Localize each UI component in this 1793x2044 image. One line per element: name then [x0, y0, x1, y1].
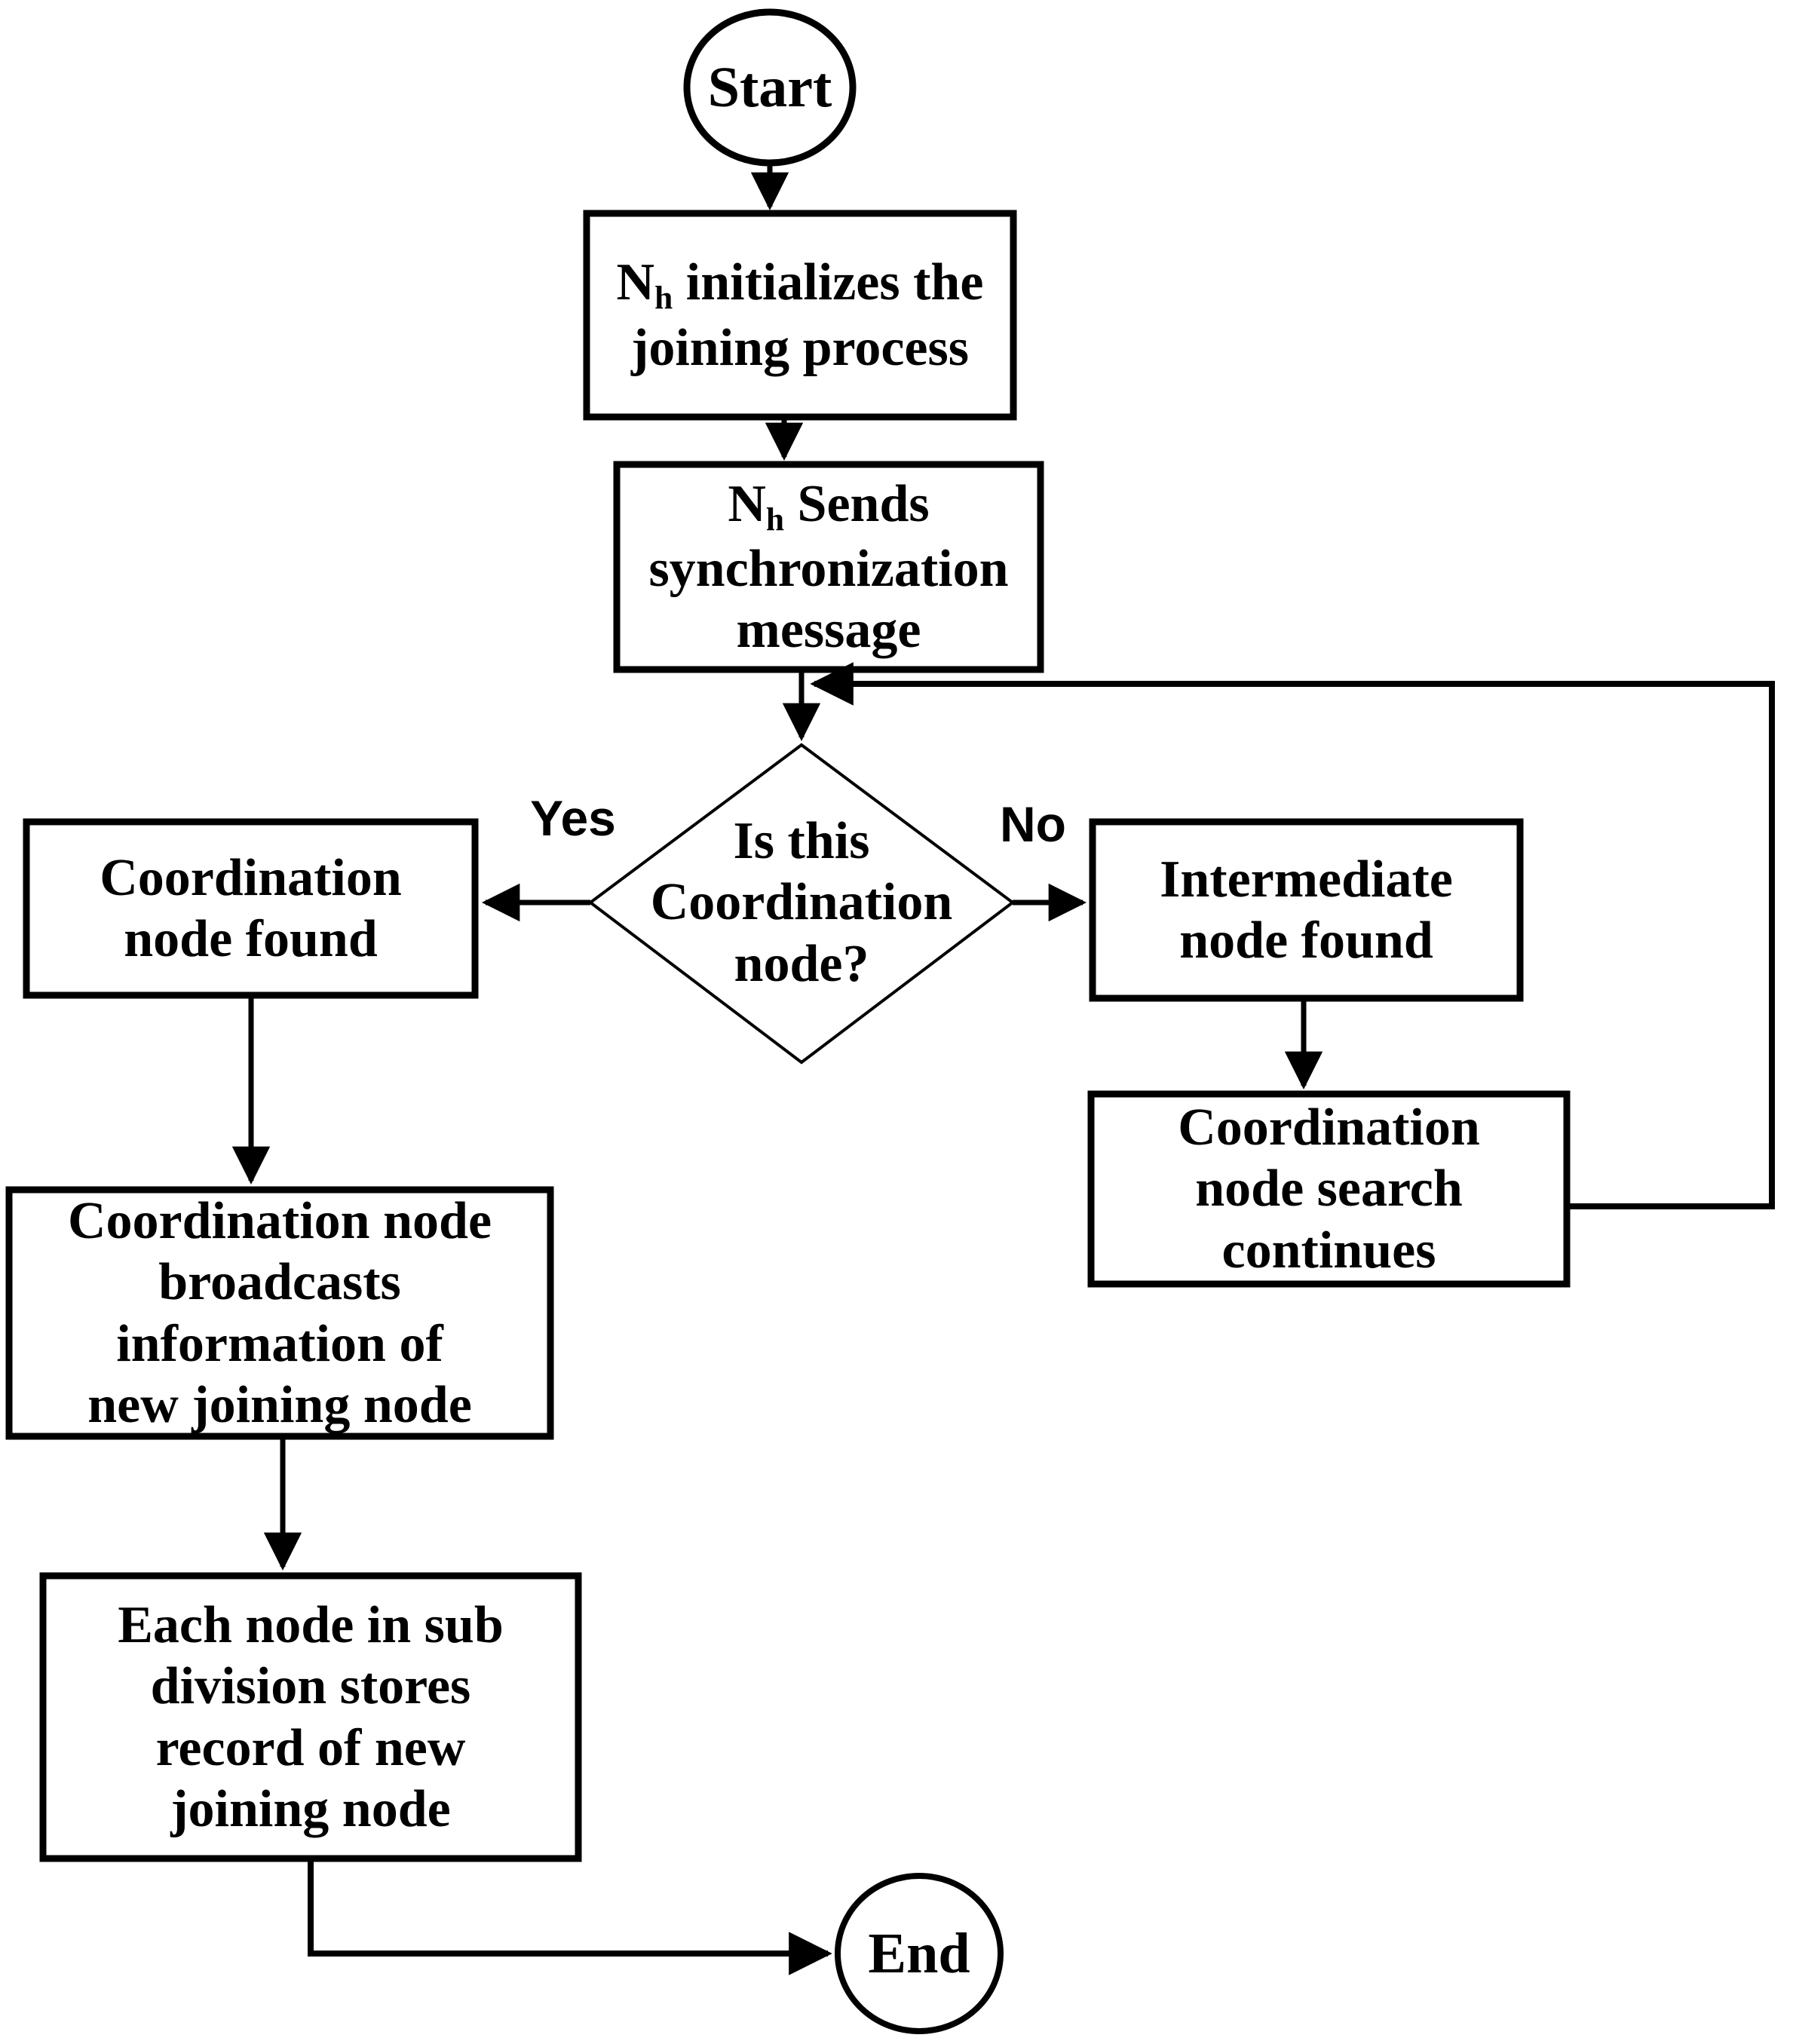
decision-diamond-label: Is this Coordination node? [650, 812, 953, 993]
initialize-box-label: Nh initializes the joining process [587, 213, 1013, 417]
initialize-box-text: Nh initializes the joining process [617, 252, 984, 378]
decision-diamond-shape [587, 743, 1016, 1065]
sync-box-shape [613, 461, 1044, 673]
sync-text-rest: Sends synchronization message [648, 474, 1009, 660]
coordination-found-box-label: Coordination node found [100, 848, 402, 968]
end-terminal-shape [835, 1873, 1004, 2034]
coordination-found-box-shape [23, 818, 479, 999]
stores-record-box-shape [39, 1572, 582, 1862]
initialize-text-rest: initializes the joining process [631, 253, 984, 377]
arrow-stores-to-end [308, 1859, 832, 1975]
feedback-loop-search-to-decision [810, 662, 1775, 1209]
search-continues-box-label: Coordination node search continues [1178, 1099, 1480, 1279]
end-terminal-label: End [868, 1921, 970, 1985]
start-terminal-label: Start [707, 55, 832, 119]
search-continues-box-shape [1087, 1090, 1571, 1288]
sync-box-label: Nh Sends synchronization message [617, 464, 1041, 670]
node-symbol-subscript: h [654, 280, 673, 317]
node-symbol-subscript: h [765, 501, 785, 538]
intermediate-found-box-label: Intermediate node found [1160, 850, 1453, 970]
stores-record-box-label: Each node in sub division stores record … [118, 1596, 504, 1838]
broadcasts-box-label: Coordination node broadcasts information… [67, 1192, 492, 1434]
node-symbol: N [728, 474, 766, 533]
broadcasts-box-shape [5, 1186, 554, 1440]
yes-branch-label: Yes [530, 790, 616, 846]
no-branch-label: No [1000, 796, 1066, 852]
node-symbol: N [616, 253, 655, 312]
initialize-box-shape [583, 210, 1017, 421]
sync-box-text: Nh Sends synchronization message [648, 473, 1008, 661]
